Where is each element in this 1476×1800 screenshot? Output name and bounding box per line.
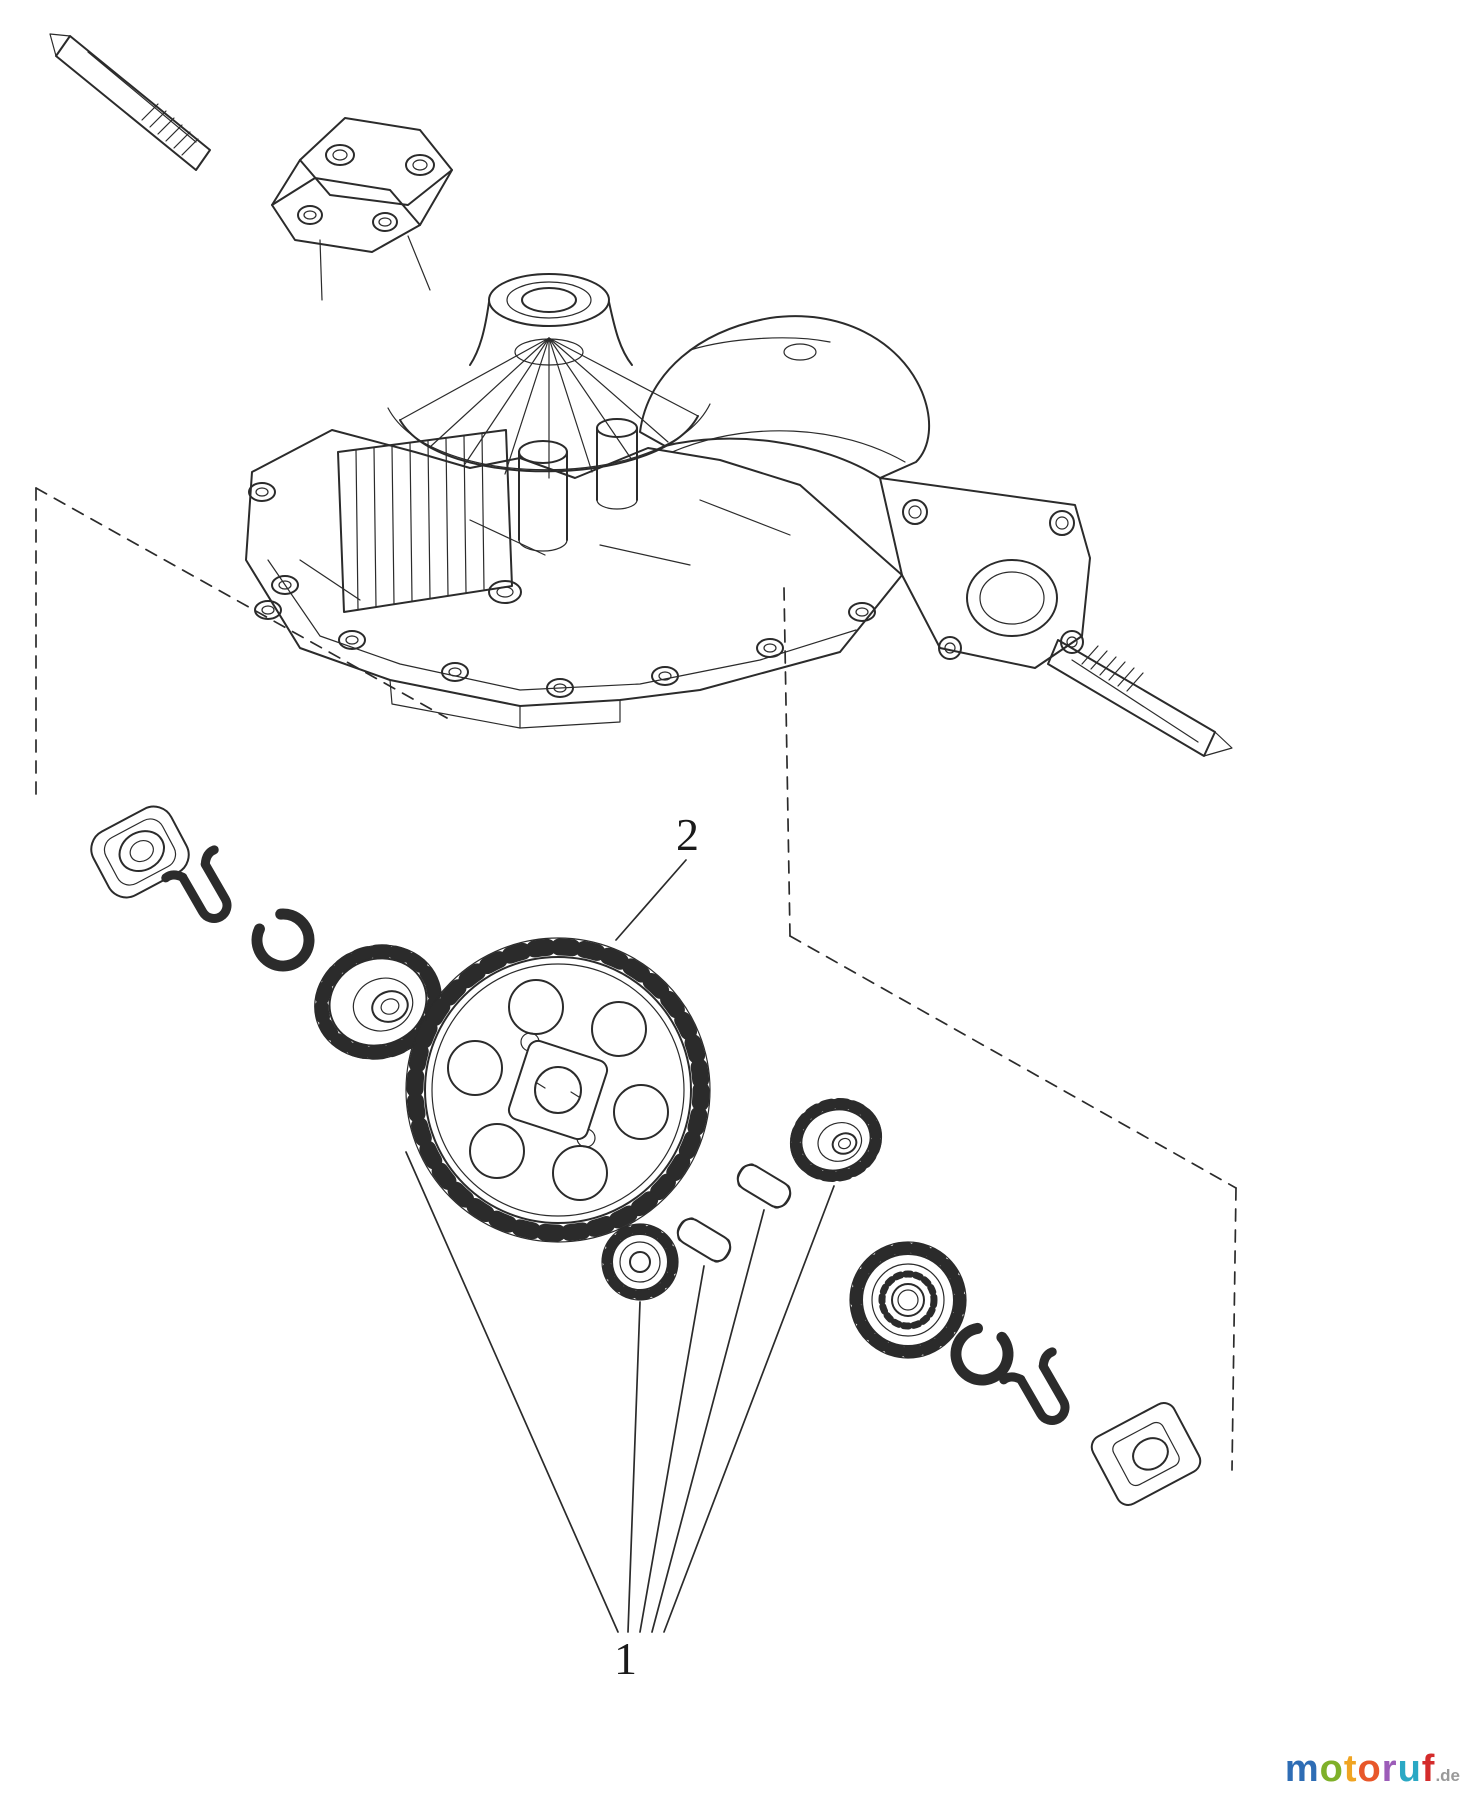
flanged-bushing-left [90,805,190,899]
callout-label-1: 1 [614,1633,637,1684]
pinion-gear-small [601,1223,679,1301]
watermark-letter: r [1381,1748,1398,1790]
axle-shaft-right [1047,639,1233,757]
bevel-pinion-right [789,1097,883,1183]
differential-gear [405,937,711,1243]
watermark-letter: o [1357,1748,1382,1790]
watermark-tld: .de [1435,1766,1460,1785]
axle-shaft-left [49,33,211,171]
watermark-letter: m [1284,1748,1320,1790]
pinion-shaft-pin-left [676,1217,732,1263]
watermark-letter: u [1397,1748,1422,1790]
flanged-bushing-right [1090,1402,1202,1506]
splined-bevel-gear-right [849,1241,967,1359]
watermark-letter: f [1421,1748,1436,1790]
fork-clip-left [161,845,232,923]
construction-dash-lines [35,487,1237,1471]
housing-body [245,418,903,729]
watermark-letter: o [1319,1748,1344,1790]
pinion-shaft-pin-right [736,1163,792,1209]
callout-label-2: 2 [676,809,699,860]
gear-cover-dome [639,315,931,479]
callout-leader-lines [405,859,835,1633]
e-clip-right [950,1322,1014,1386]
cooling-fins-tower [387,273,711,479]
watermark-letter: t [1343,1748,1358,1790]
bevel-side-gear-left [314,944,442,1060]
mounting-bracket [271,117,453,301]
fork-clip-right [999,1347,1070,1425]
e-clip-left [251,908,315,972]
watermark-logo: motoruf.de [1285,1750,1460,1788]
axle-bracket-right [879,477,1091,669]
